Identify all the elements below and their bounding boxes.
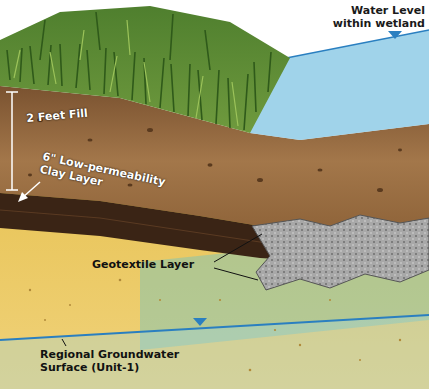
groundwater-below [0,315,429,389]
groundwater-line [0,315,429,340]
grass-blades [7,12,271,130]
label-text: Geotextile Layer [92,258,194,271]
depth-bracket [6,92,18,190]
geotextile-fabric [252,215,429,290]
grass-highlights [14,20,238,126]
water-table-marker [193,318,207,326]
geotextile-label: Geotextile Layer [92,258,194,271]
water-level-label: Water Level within wetland [318,4,425,30]
water-level-marker [388,31,402,39]
label-text: Water Level within wetland [333,4,425,30]
geotextile-leader [214,234,262,280]
grass-surface [0,6,290,133]
clay-arrowhead [18,192,28,202]
groundwater-label: Regional Groundwater Surface (Unit-1) [40,348,205,374]
groundwater-leader [62,339,66,346]
label-text: Regional Groundwater Surface (Unit-1) [40,348,179,374]
